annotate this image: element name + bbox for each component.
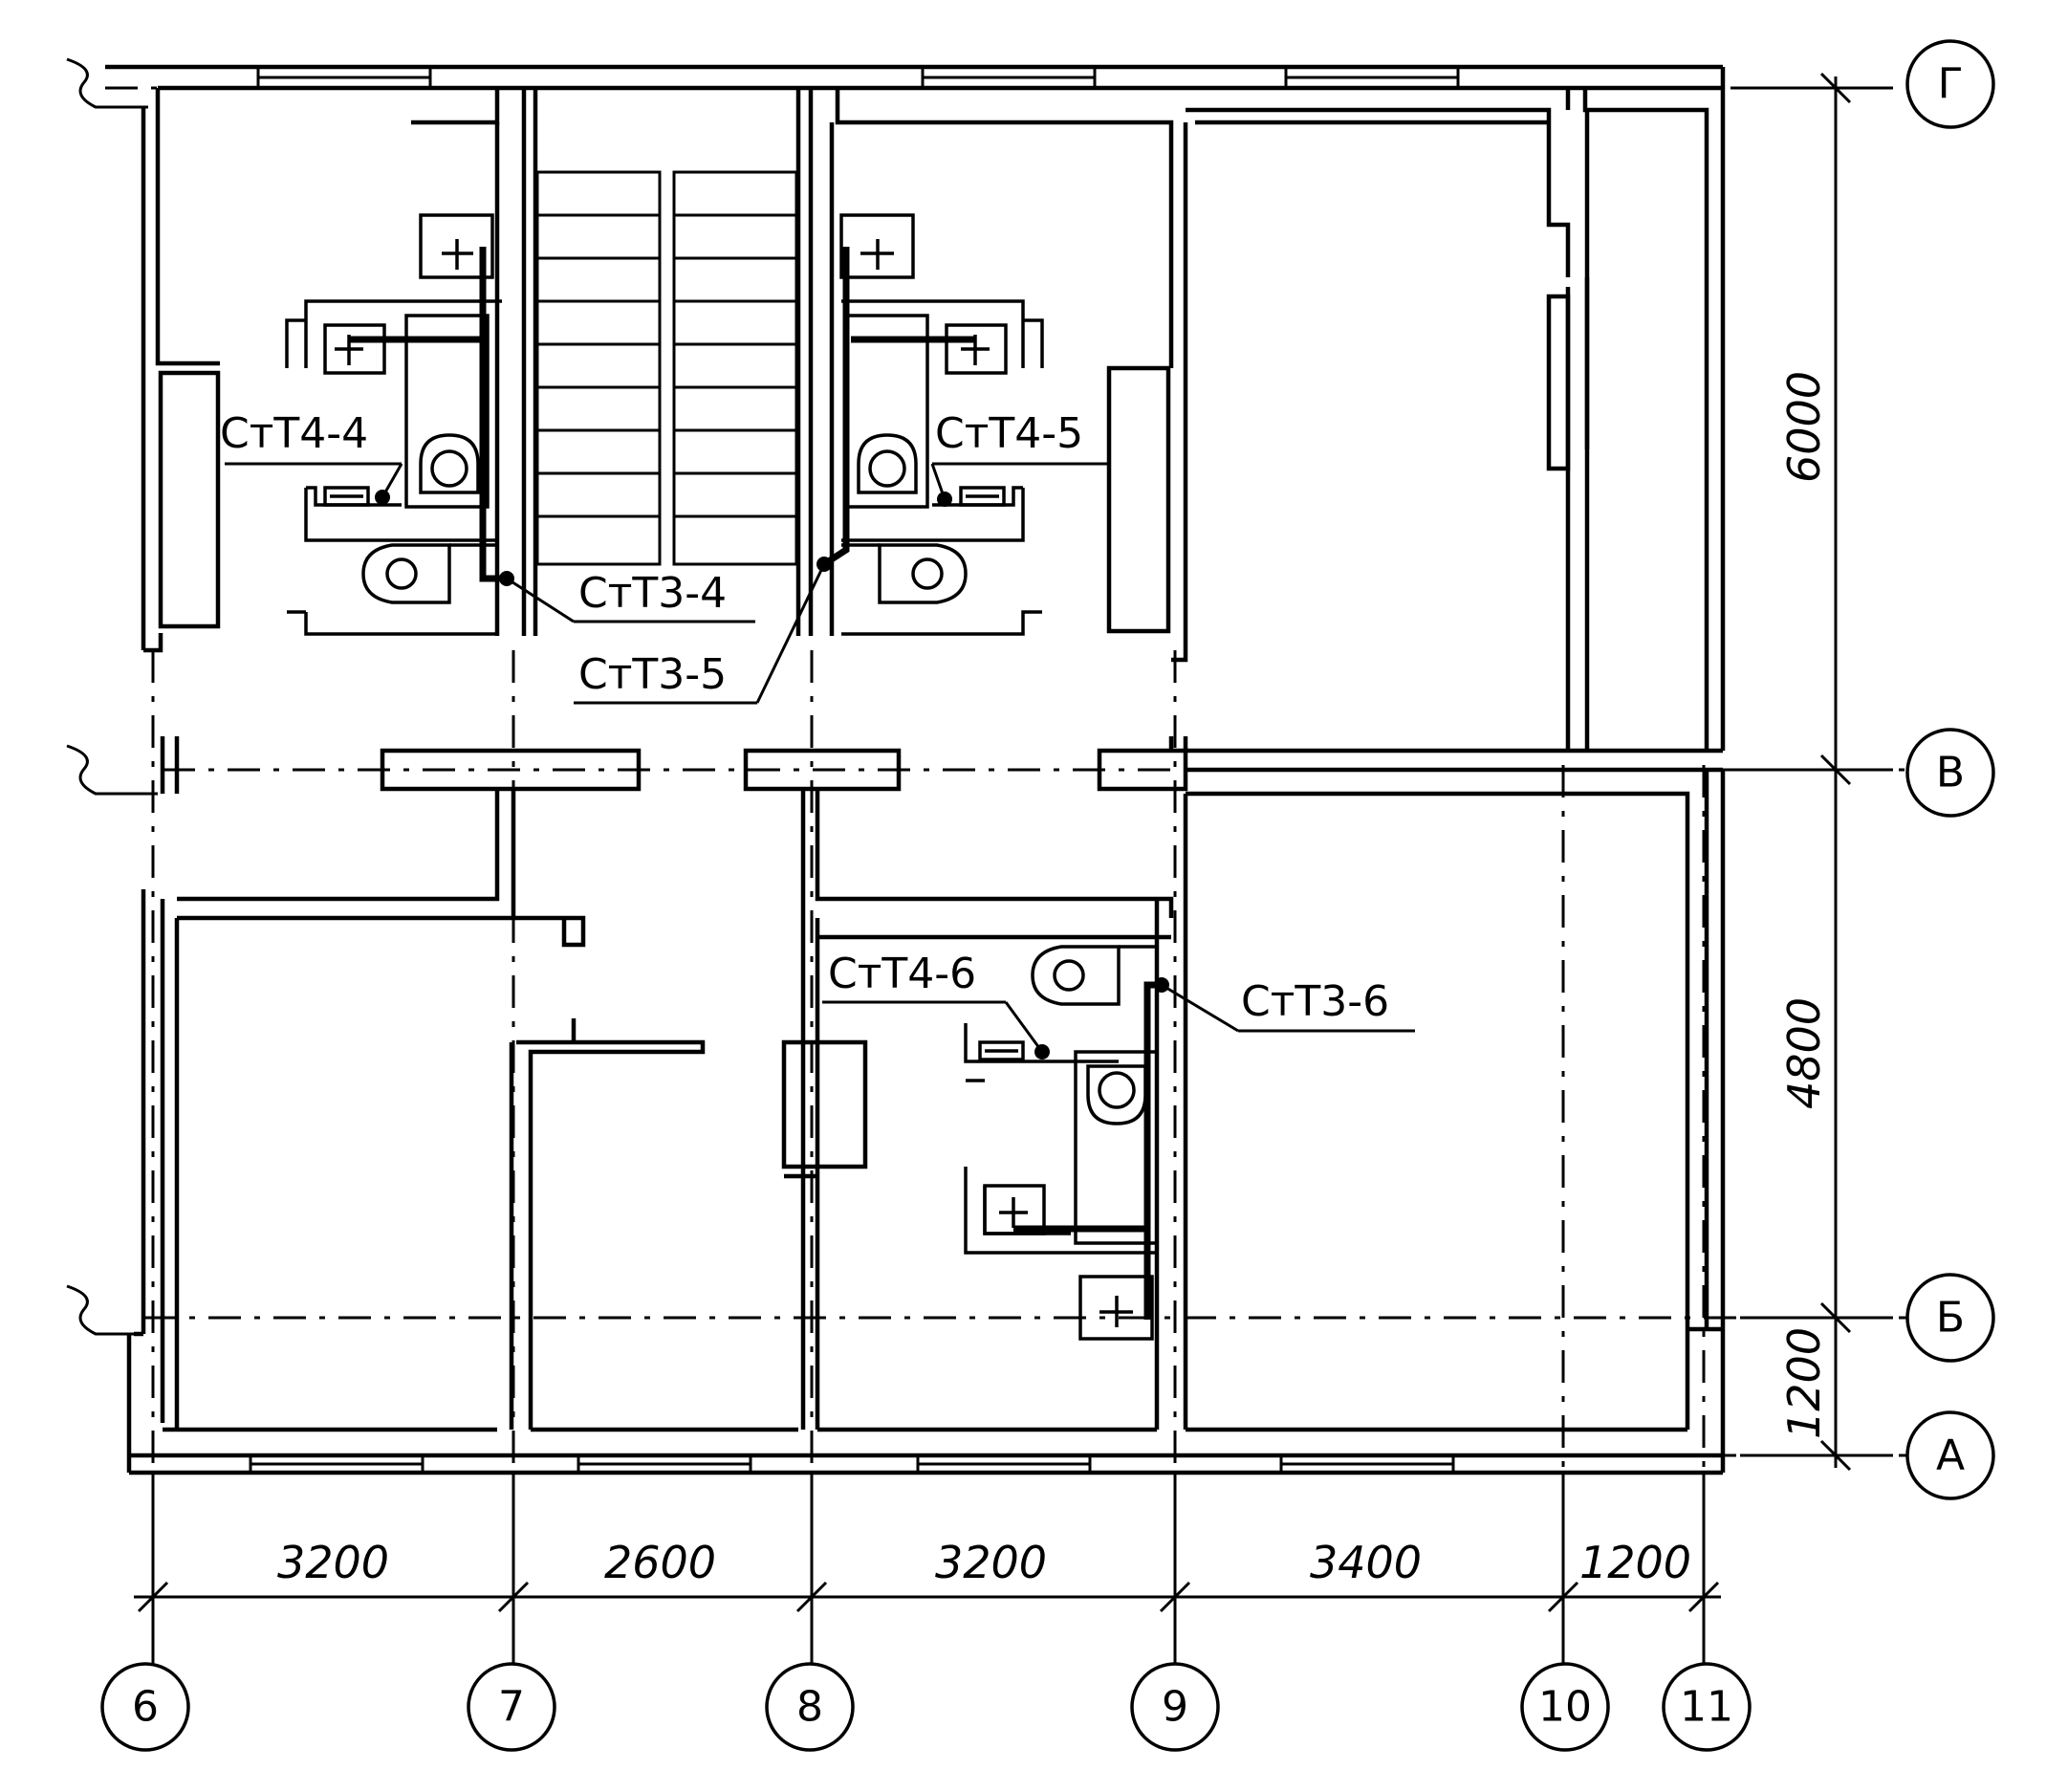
bathtub-fixture: [1074, 1050, 1159, 1245]
axis-bubble-7: [467, 1662, 556, 1752]
riser-labels: СтТ4-4 СтТ4-5 СтТ3-4 СтТ3-5 СтТ4-6 СтТ3-…: [220, 409, 1415, 1053]
sink-fixture: [983, 1184, 1046, 1235]
axis-label-10: 10: [1538, 1683, 1592, 1732]
bathroom-unit-1: [285, 213, 514, 636]
stove-fixture: [959, 486, 1006, 507]
dim-8-9: 3200: [935, 1537, 1047, 1588]
axis-label-V: В: [1936, 749, 1965, 798]
dim-B-A: 1200: [1778, 1327, 1830, 1439]
sink-fixture: [945, 323, 1008, 375]
axis-bubble-8: [765, 1662, 855, 1752]
riser-label-st3-4: СтТ3-4: [578, 569, 727, 618]
axis-label-11: 11: [1680, 1683, 1733, 1732]
toilet-fixture: [878, 543, 968, 604]
sink-fixture: [323, 323, 386, 375]
toilet-fixture: [1031, 945, 1121, 1006]
toilet-fixture: [361, 543, 451, 604]
dim-V-B: 4800: [1778, 997, 1830, 1109]
dim-G-V: 6000: [1778, 371, 1830, 483]
axis-label-G: Г: [1938, 60, 1964, 109]
horizontal-dimensions: 3200 2600 3200 3400 1200: [134, 1473, 1721, 1678]
axis-grid: [105, 86, 1912, 1492]
riser-label-st4-5: СтТ4-5: [935, 409, 1083, 458]
walls: [66, 57, 1726, 1475]
axis-label-7: 7: [498, 1683, 525, 1732]
axis-label-9: 9: [1162, 1683, 1188, 1732]
riser-label-st3-6: СтТ3-6: [1241, 977, 1389, 1026]
dim-7-8: 2600: [604, 1537, 716, 1588]
axis-bubble-V: [1905, 728, 1995, 818]
riser-label-st3-5: СтТ3-5: [578, 650, 727, 699]
riser-label-st4-6: СтТ4-6: [828, 950, 976, 998]
axis-bubbles: 6 7 8 9 10 11 Г В Б А: [100, 39, 1995, 1752]
axis-bubble-10: [1520, 1662, 1610, 1752]
stove-fixture: [323, 486, 370, 507]
stove-fixture: [978, 1040, 1025, 1061]
axis-bubble-A: [1905, 1410, 1995, 1500]
bathroom-unit-2: [816, 213, 1044, 636]
dim-10-11: 1200: [1579, 1537, 1691, 1588]
axis-label-A: А: [1936, 1431, 1965, 1480]
axis-bubble-6: [100, 1662, 190, 1752]
axis-bubble-B: [1905, 1273, 1995, 1363]
sink-fixture: [839, 213, 915, 279]
axis-bubble-G: [1905, 39, 1995, 129]
axis-bubble-11: [1662, 1662, 1752, 1752]
axis-bubble-9: [1130, 1662, 1220, 1752]
dim-9-10: 3400: [1310, 1537, 1422, 1588]
axis-label-8: 8: [796, 1683, 823, 1732]
staircase: [535, 170, 798, 566]
dim-6-7: 3200: [277, 1537, 389, 1588]
bathtub-fixture: [404, 314, 490, 509]
bathroom-unit-3: [964, 945, 1169, 1341]
windows: [249, 65, 1460, 1475]
axis-label-B: Б: [1936, 1294, 1965, 1343]
vertical-dimensions: 6000 4800 1200: [1740, 72, 1893, 1472]
axis-label-6: 6: [132, 1683, 159, 1732]
sink-fixture: [419, 213, 494, 279]
sink-fixture: [1078, 1275, 1154, 1341]
riser-label-st4-4: СтТ4-4: [220, 409, 368, 458]
